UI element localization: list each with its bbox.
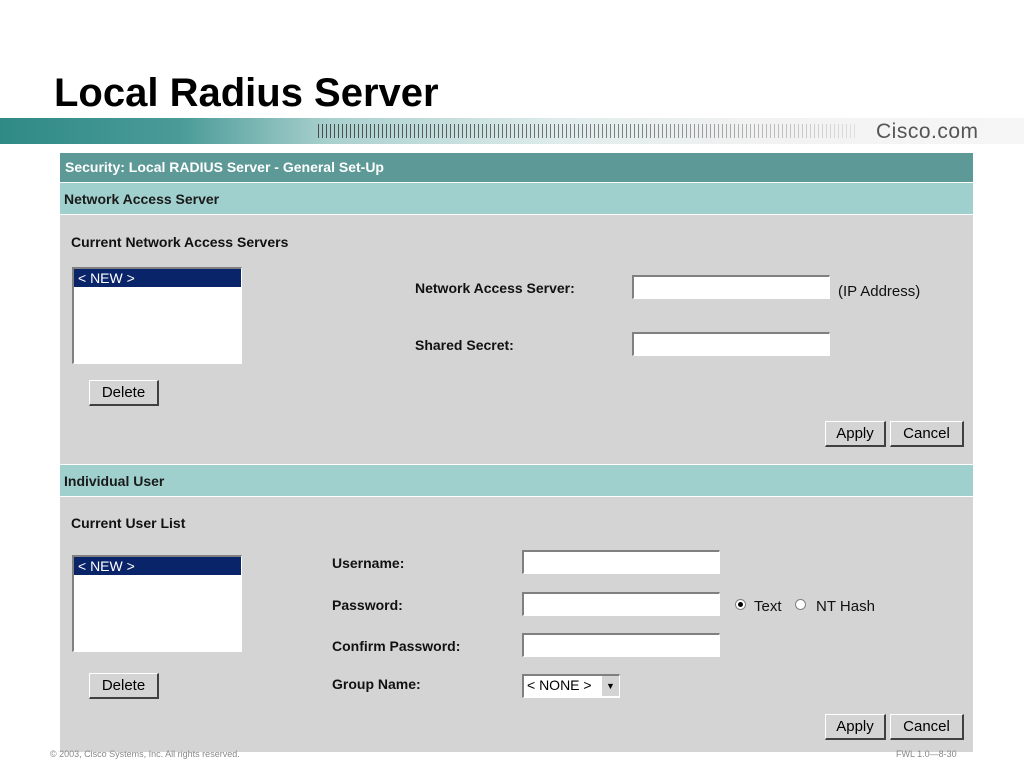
password-label: Password: [332, 597, 403, 613]
group-name-label: Group Name: [332, 676, 421, 692]
cisco-banner: Cisco.com [0, 118, 1024, 144]
user-list-title: Current User List [71, 515, 186, 531]
cisco-barcode-icon [318, 124, 858, 138]
slide-title: Local Radius Server [54, 71, 439, 115]
user-section-header: Individual User [60, 464, 973, 497]
nas-delete-button[interactable]: Delete [89, 380, 159, 406]
password-input[interactable] [522, 592, 720, 616]
copyright-footer: © 2003, Cisco Systems, Inc. All rights r… [50, 749, 240, 759]
username-label: Username: [332, 555, 405, 571]
nt-hash-format-radio[interactable] [795, 599, 806, 610]
radius-setup-panel: Security: Local RADIUS Server - General … [60, 153, 973, 752]
slide-number-footer: FWL 1.0—8-30 [896, 749, 957, 759]
confirm-password-label: Confirm Password: [332, 638, 461, 654]
nas-cancel-button[interactable]: Cancel [890, 421, 964, 447]
nas-server-label: Network Access Server: [415, 280, 575, 296]
nas-server-input[interactable] [632, 275, 830, 299]
nt-hash-format-label: NT Hash [816, 598, 875, 615]
nas-list-item-new[interactable]: < NEW > [74, 269, 241, 287]
dropdown-arrow-icon[interactable]: ▼ [601, 676, 619, 696]
nas-list-title: Current Network Access Servers [71, 234, 289, 250]
ip-address-hint: (IP Address) [838, 283, 921, 300]
nas-section-header: Network Access Server [60, 182, 973, 215]
nas-listbox[interactable]: < NEW > [72, 267, 242, 364]
user-delete-button[interactable]: Delete [89, 673, 159, 699]
user-apply-button[interactable]: Apply [825, 714, 886, 740]
group-name-value: < NONE > [527, 677, 592, 693]
user-list-item-new[interactable]: < NEW > [74, 557, 241, 575]
confirm-password-input[interactable] [522, 633, 720, 657]
shared-secret-label: Shared Secret: [415, 337, 514, 353]
username-input[interactable] [522, 550, 720, 574]
shared-secret-input[interactable] [632, 332, 830, 356]
user-cancel-button[interactable]: Cancel [890, 714, 964, 740]
text-format-radio[interactable] [735, 599, 746, 610]
panel-title: Security: Local RADIUS Server - General … [60, 153, 973, 182]
nas-apply-button[interactable]: Apply [825, 421, 886, 447]
brand-logo: Cisco.com [876, 120, 979, 143]
text-format-label: Text [754, 598, 782, 615]
user-listbox[interactable]: < NEW > [72, 555, 242, 652]
group-name-select[interactable]: < NONE > ▼ [522, 674, 620, 698]
